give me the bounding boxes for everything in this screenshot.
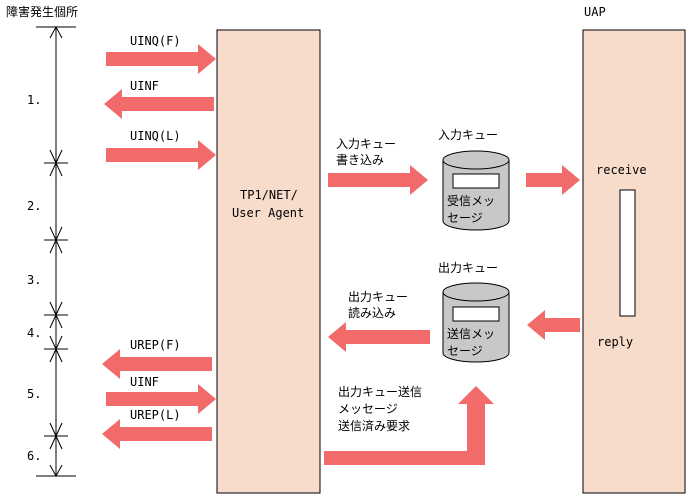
user-agent-label-line1: TP1/NET/ <box>240 188 298 202</box>
interval-label-1: 1. <box>27 93 41 107</box>
output-queue-content-line2: セージ <box>447 344 483 358</box>
output-queue-content-line1: 送信メッ <box>447 326 495 341</box>
send-done-label-line1: 出力キュー送信 <box>338 384 422 399</box>
uinf-label-1: UINF <box>130 79 159 93</box>
input-queue-write-arrow <box>328 165 428 195</box>
input-queue-title: 入力キュー <box>438 128 498 142</box>
output-queue-cylinder <box>442 282 510 363</box>
timeline-divider <box>44 301 68 329</box>
urep-f-arrow <box>102 349 212 379</box>
urep-f-label: UREP(F) <box>130 338 181 352</box>
urep-l-label: UREP(L) <box>130 408 181 422</box>
uinq-l-label: UINQ(L) <box>130 129 181 143</box>
input-queue-content-line1: 受信メッ <box>447 194 495 208</box>
fault-location-title: 障害発生個所 <box>6 4 78 19</box>
uinq-f-arrow <box>106 44 216 74</box>
input-queue-write-label-line2: 書き込み <box>336 153 384 167</box>
timeline-divider <box>44 149 68 177</box>
uinf-arrow-1 <box>104 89 214 119</box>
output-queue-title: 出力キュー <box>438 261 498 275</box>
interval-label-2: 2. <box>27 199 41 213</box>
uap-receive-arrow <box>526 165 580 195</box>
timeline-divider <box>44 422 68 450</box>
uinq-l-arrow <box>106 140 216 170</box>
input-queue-write-label-line1: 入力キュー <box>336 137 396 151</box>
send-done-label-line2: メッセージ <box>338 402 398 416</box>
send-done-label-line3: 送信済み要求 <box>338 418 410 433</box>
user-agent-label-line2: User Agent <box>232 206 304 220</box>
uap-receive-label: receive <box>596 163 647 177</box>
interval-label-3: 3. <box>27 273 41 287</box>
timeline-divider <box>44 226 68 254</box>
input-queue-cylinder <box>442 150 510 231</box>
interval-label-5: 5. <box>27 387 41 401</box>
uinf-arrow-2 <box>106 384 216 414</box>
send-done-request-arrow <box>324 386 494 465</box>
urep-l-arrow <box>102 419 212 449</box>
input-queue-content-line2: セージ <box>447 211 483 225</box>
user-agent-box <box>216 29 321 494</box>
interval-label-6: 6. <box>27 449 41 463</box>
uap-title: UAP <box>584 5 606 19</box>
output-queue-read-arrow <box>328 322 430 352</box>
uap-processing-bar <box>619 189 636 317</box>
timeline-divider <box>44 335 68 363</box>
uinq-f-label: UINQ(F) <box>130 34 181 48</box>
uap-reply-label: reply <box>597 335 633 349</box>
output-queue-read-label-line1: 出力キュー <box>348 290 408 304</box>
uap-reply-arrow <box>527 310 580 340</box>
timeline: 1. 2. 3. 4. 5. 6. <box>27 25 76 478</box>
interval-label-4: 4. <box>27 326 41 340</box>
uinf-label-2: UINF <box>130 375 159 389</box>
output-queue-read-label-line2: 読み込み <box>348 305 396 320</box>
